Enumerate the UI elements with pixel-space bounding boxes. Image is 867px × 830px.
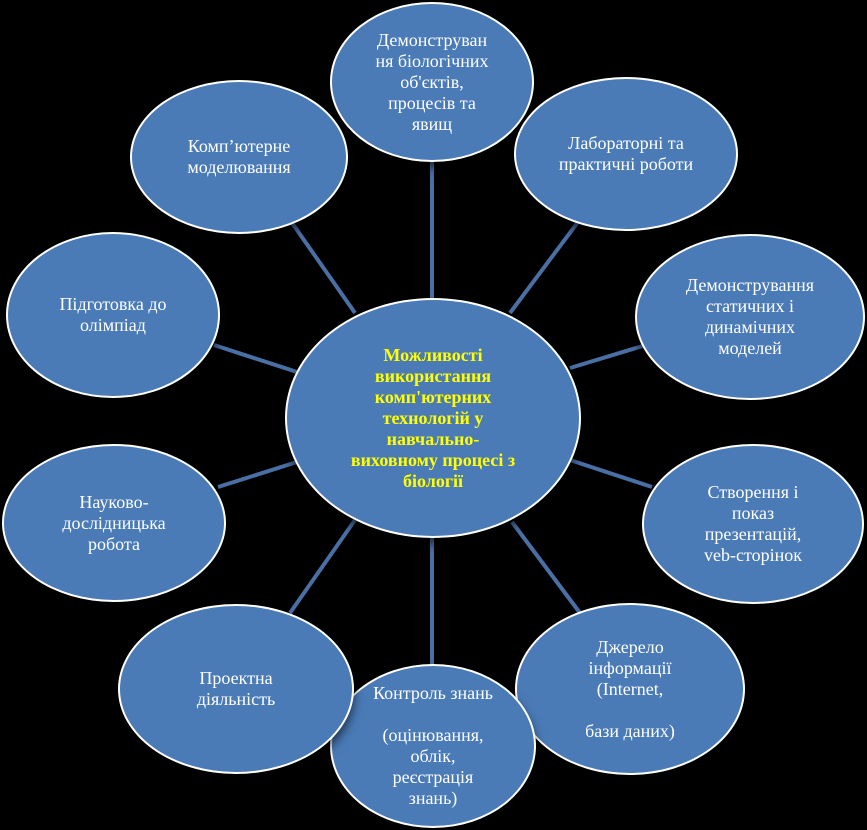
- connector-demonstration-models: [569, 343, 647, 370]
- node-computer-modeling: Комп’ютерне моделювання: [130, 80, 348, 234]
- node-label: Контроль знань (оцінювання, облік, реєст…: [373, 683, 493, 808]
- connector-olympiad-preparation: [213, 343, 298, 374]
- node-demonstration-bio-objects: Демонструван ня біологічних об'єктів, пр…: [330, 2, 534, 162]
- node-label: Науково- дослідницька робота: [62, 491, 166, 554]
- connector-information-source: [510, 520, 582, 615]
- node-knowledge-control: Контроль знань (оцінювання, облік, реєст…: [330, 664, 536, 828]
- node-label: Демонстрування статичних і динамічних мо…: [685, 275, 815, 358]
- node-olympiad-preparation: Підготовка до олімпіад: [6, 232, 220, 398]
- connector-lab-practical-works: [508, 220, 580, 315]
- node-demonstration-models: Демонстрування статичних і динамічних мо…: [635, 234, 865, 400]
- connector-computer-modeling: [288, 218, 357, 315]
- connector-research-work: [217, 460, 298, 489]
- connector-presentations-web-pages: [569, 458, 653, 489]
- node-label: Створення і показ презентацій, veb-сторі…: [704, 482, 802, 565]
- node-label: Підготовка до олімпіад: [59, 294, 167, 335]
- node-presentations-web-pages: Створення і показ презентацій, veb-сторі…: [642, 444, 864, 604]
- node-project-activity: Проектна діяльність: [118, 604, 354, 774]
- node-lab-practical-works: Лабораторні та практичні роботи: [514, 77, 738, 231]
- connector-project-activity: [288, 518, 357, 615]
- node-information-source: Джерело інформації (Internet, бази даних…: [515, 603, 745, 775]
- node-label: Лабораторні та практичні роботи: [558, 133, 694, 174]
- center-title: Можливості використання комп'ютерних тех…: [350, 344, 516, 491]
- center-node: Можливості використання комп'ютерних тех…: [285, 298, 581, 538]
- node-label: Комп’ютерне моделювання: [187, 136, 291, 177]
- node-label: Демонструван ня біологічних об'єктів, пр…: [375, 29, 489, 134]
- node-label: Проектна діяльність: [196, 668, 276, 709]
- node-research-work: Науково- дослідницька робота: [2, 444, 226, 602]
- node-label: Джерело інформації (Internet, бази даних…: [585, 636, 675, 741]
